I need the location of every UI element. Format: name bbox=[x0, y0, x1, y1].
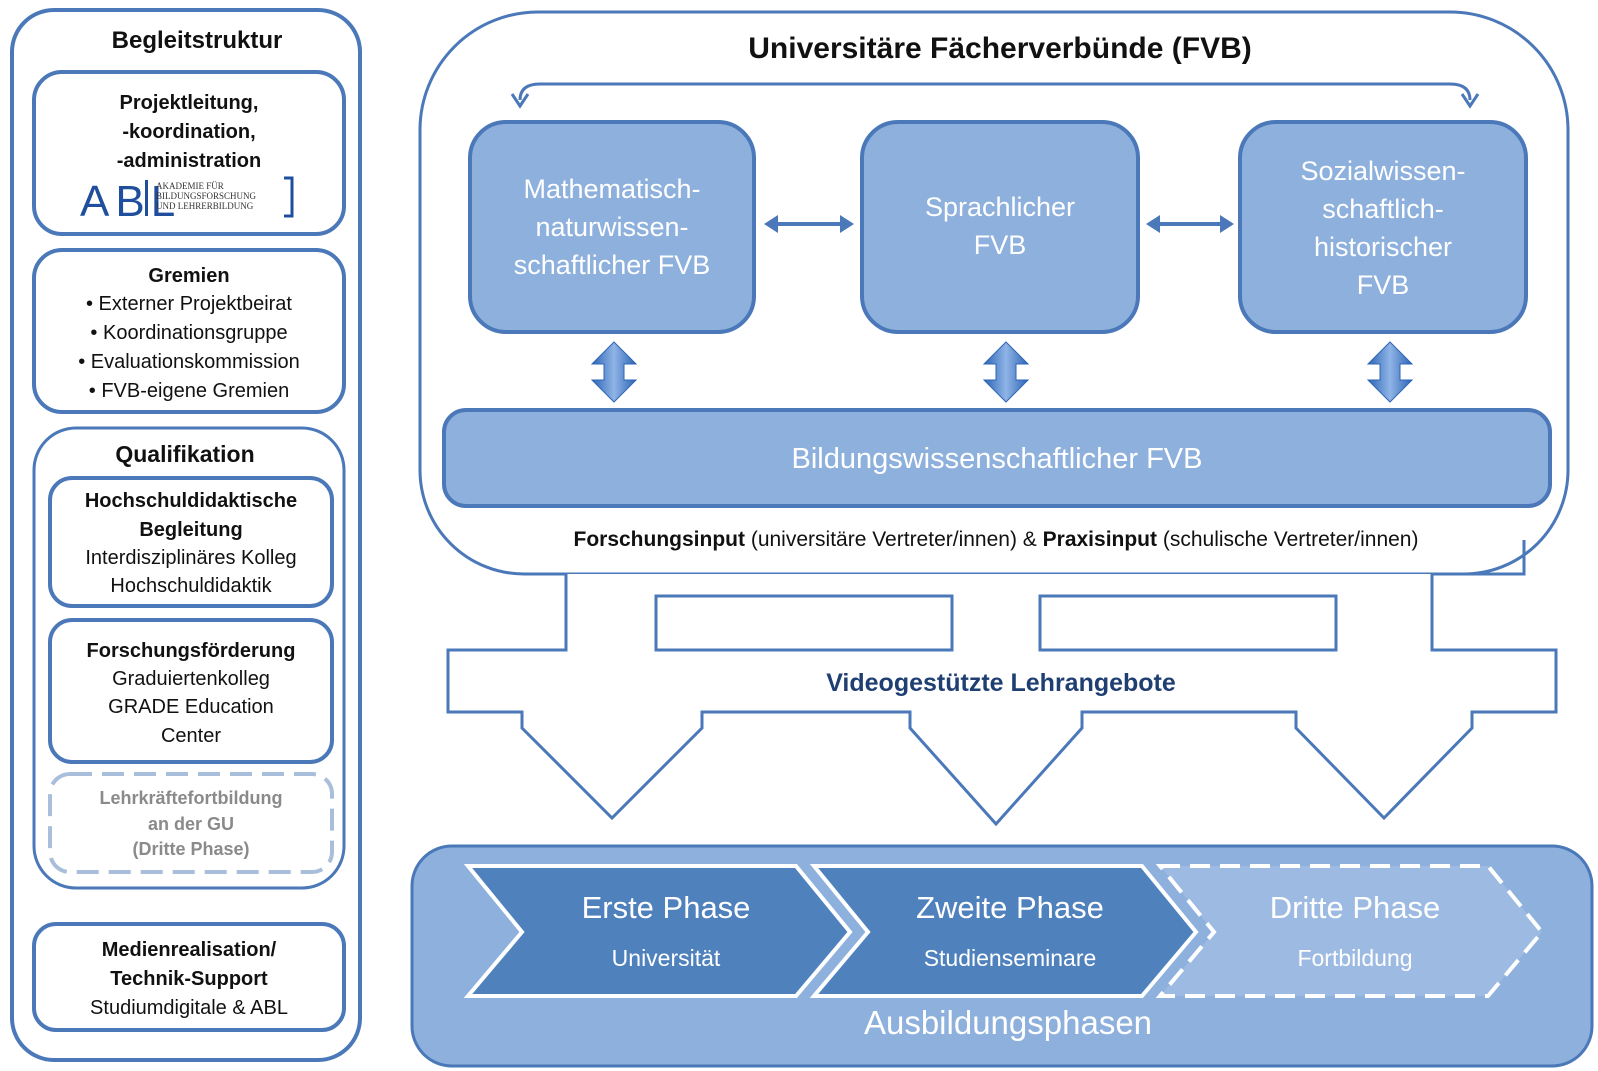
forschung-line-1: Graduiertenkolleg bbox=[112, 668, 270, 690]
fvb-math-line-3: schaftlicher FVB bbox=[514, 250, 711, 280]
input-bold-2: Praxisinput bbox=[1043, 528, 1157, 551]
medien-box bbox=[32, 922, 346, 1032]
top-double-arrow bbox=[518, 82, 1472, 101]
fvb-panel: Universitäre Fächerverbünde (FVB) Mathem… bbox=[418, 10, 1570, 576]
phase-3-title: Dritte Phase bbox=[1270, 890, 1441, 925]
phase-2-title: Zweite Phase bbox=[916, 890, 1104, 925]
phase-2-subtitle: Studienseminare bbox=[924, 945, 1097, 971]
abl-logo-text-2: BILDUNGSFORSCHUNG bbox=[156, 191, 257, 201]
fvb-math-line-2: naturwissen- bbox=[535, 212, 688, 242]
hochschul-title-2: Begleitung bbox=[139, 519, 242, 541]
fvb-math-line-1: Mathematisch- bbox=[523, 174, 700, 204]
bildung-bar-label: Bildungswissenschaftlicher FVB bbox=[791, 443, 1202, 475]
vertical-arrow-math bbox=[590, 341, 638, 403]
phase-1-title: Erste Phase bbox=[582, 890, 751, 925]
input-line: Forschungsinput (universitäre Vertreter/… bbox=[574, 528, 1419, 551]
gremien-item-1: • Externer Projektbeirat bbox=[86, 293, 292, 315]
left-panel-title: Begleitstruktur bbox=[112, 27, 283, 54]
forschung-box bbox=[48, 618, 334, 764]
video-flow: Videogestützte Lehrangebote bbox=[446, 574, 1558, 827]
vertical-arrow-sprach bbox=[982, 341, 1030, 403]
leitung-line-1: Projektleitung, bbox=[120, 92, 259, 114]
phase-1-subtitle: Universität bbox=[612, 945, 721, 971]
video-label: Videogestützte Lehrangebote bbox=[826, 669, 1176, 697]
phase-3-chevron bbox=[1155, 864, 1545, 998]
input-text-2: (schulische Vertreter/innen) bbox=[1157, 528, 1418, 551]
phase-3-subtitle: Fortbildung bbox=[1297, 945, 1412, 971]
gremien-item-3: • Evaluationskommission bbox=[78, 351, 300, 373]
fortbildung-line-2: an der GU bbox=[148, 814, 234, 834]
abl-logo-text-3: UND LEHRERBILDUNG bbox=[156, 201, 254, 211]
medien-line: Studiumdigitale & ABL bbox=[90, 997, 288, 1019]
fvb-title: Universitäre Fächerverbünde (FVB) bbox=[748, 32, 1251, 65]
medien-title-1: Medienrealisation/ bbox=[102, 939, 277, 961]
arrow-math-sprach bbox=[764, 215, 854, 233]
arrow-sprach-sozial bbox=[1146, 215, 1234, 233]
gremien-item-4: • FVB-eigene Gremien bbox=[89, 380, 289, 402]
fortbildung-box bbox=[48, 772, 334, 874]
abl-logo-text-1: AKADEMIE FÜR bbox=[156, 181, 224, 191]
hochschul-title-1: Hochschuldidaktische bbox=[85, 490, 297, 512]
phase-2-chevron bbox=[809, 864, 1199, 998]
left-panel: Begleitstruktur Projektleitung, -koordin… bbox=[10, 8, 362, 1062]
fvb-sozial-line-2: schaftlich- bbox=[1322, 194, 1444, 224]
input-text-1: (universitäre Vertreter/innen) & bbox=[745, 528, 1043, 551]
hochschul-box bbox=[48, 476, 334, 608]
fvb-sprach-line-1: Sprachlicher bbox=[925, 192, 1075, 222]
video-slot-2 bbox=[1038, 594, 1338, 652]
gremien-box bbox=[32, 248, 346, 414]
leitung-line-2: -koordination, bbox=[122, 121, 255, 143]
forschung-line-2: GRADE Education bbox=[108, 696, 274, 718]
forschung-title: Forschungsförderung bbox=[87, 640, 296, 662]
fortbildung-line-1: Lehrkräftefortbildung bbox=[100, 788, 283, 808]
video-outline bbox=[446, 574, 1558, 827]
fvb-box-sprach bbox=[860, 120, 1140, 334]
abl-logo-letters: ABL bbox=[80, 177, 181, 226]
fvb-frame bbox=[418, 10, 1570, 576]
leitung-box bbox=[32, 70, 346, 236]
fortbildung-line-3: (Dritte Phase) bbox=[132, 839, 249, 859]
phases-panel: Erste Phase Universität Zweite Phase Stu… bbox=[410, 844, 1594, 1068]
hochschul-line-1: Interdisziplinäres Kolleg bbox=[85, 547, 296, 569]
bildung-bar bbox=[442, 408, 1552, 508]
fvb-sprach-line-2: FVB bbox=[974, 230, 1027, 260]
qualifikation-title: Qualifikation bbox=[115, 441, 254, 467]
vertical-arrow-sozial bbox=[1366, 341, 1414, 403]
abl-logo: ABL AKADEMIE FÜR BILDUNGSFORSCHUNG UND L… bbox=[80, 176, 294, 226]
fvb-sozial-line-4: FVB bbox=[1357, 270, 1410, 300]
hochschul-line-2: Hochschuldidaktik bbox=[110, 575, 272, 597]
phase-1-chevron bbox=[463, 864, 853, 998]
fvb-box-math bbox=[468, 120, 756, 334]
input-bold-1: Forschungsinput bbox=[574, 528, 746, 551]
medien-title-2: Technik-Support bbox=[110, 968, 268, 990]
gremien-title: Gremien bbox=[148, 265, 229, 287]
forschung-line-3: Center bbox=[161, 725, 221, 747]
fvb-sozial-line-1: Sozialwissen- bbox=[1300, 156, 1465, 186]
video-slot-1 bbox=[654, 594, 954, 652]
fvb-sozial-line-3: historischer bbox=[1314, 232, 1452, 262]
phases-label: Ausbildungsphasen bbox=[864, 1004, 1152, 1041]
fvb-box-sozial bbox=[1238, 120, 1528, 334]
leitung-line-3: -administration bbox=[117, 150, 261, 172]
gremien-item-2: • Koordinationsgruppe bbox=[90, 322, 287, 344]
